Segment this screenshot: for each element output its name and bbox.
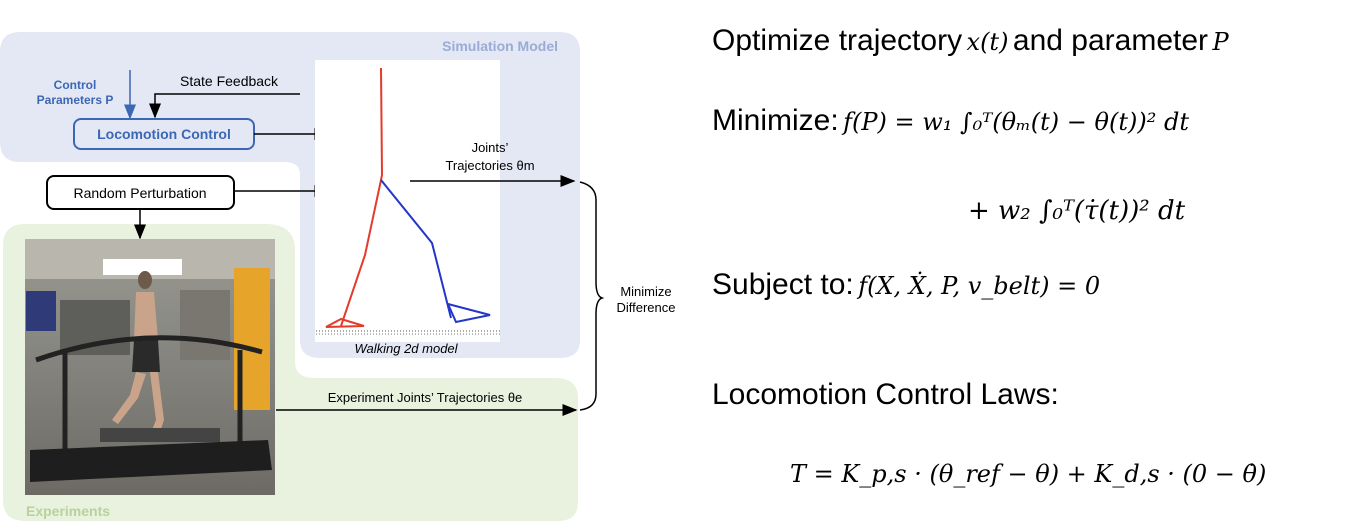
subject-to-statement: Subject to: f(X, Ẋ, P, v_belt) = 0	[712, 268, 1100, 302]
state-feedback-label: State Feedback	[180, 73, 279, 89]
random-perturbation-label: Random Perturbation	[73, 185, 206, 201]
control-params-label-line2: Parameters P	[37, 93, 114, 107]
optimize-prefix: Optimize trajectory	[712, 24, 963, 57]
joints-trajectories-line2: Trajectories θm	[445, 158, 534, 173]
walking-model-caption: Walking 2d model	[354, 341, 458, 356]
optimize-p: P	[1212, 28, 1229, 56]
locomotion-control-label: Locomotion Control	[97, 126, 231, 142]
optimize-x: x(t)	[966, 28, 1009, 56]
minimize-difference-line2: Difference	[616, 300, 675, 315]
diagram-canvas: Simulation Model Experiments Control Par…	[0, 32, 676, 521]
second-term-expression: + w₂ ∫₀ᵀ(τ̇(t))² dt	[968, 196, 1186, 226]
minimize-label: Minimize:	[712, 104, 839, 137]
minimize-statement: Minimize: f(P) = w₁ ∫₀ᵀ(θₘ(t) − θ(t))² d…	[712, 104, 1189, 138]
experiment-photo	[25, 239, 275, 495]
laws-title: Locomotion Control Laws:	[712, 378, 1059, 411]
simulation-title: Simulation Model	[442, 38, 558, 54]
state-feedback-arrow	[149, 93, 300, 119]
minimize-difference-line1: Minimize	[620, 284, 671, 299]
optimize-mid: and parameter	[1012, 24, 1209, 57]
experiments-title: Experiments	[26, 503, 110, 519]
control-law-equation: T = K_p,s · (θ_ref − θ) + K_d,s · (0 − θ…	[790, 460, 1266, 488]
experiment-trajectories-label: Experiment Joints’ Trajectories θe	[328, 390, 523, 405]
second-term: + w₂ ∫₀ᵀ(τ̇(t))² dt	[968, 196, 1185, 226]
minimize-expression: f(P) = w₁ ∫₀ᵀ(θₘ(t) − θ(t))² dt	[843, 108, 1189, 136]
subject-expression: f(X, Ẋ, P, v_belt) = 0	[858, 272, 1101, 300]
subject-label: Subject to:	[712, 268, 854, 301]
control-laws-title: Locomotion Control Laws:	[712, 378, 1059, 412]
laws-expression: T = K_p,s · (θ_ref − θ) + K_d,s · (0 − θ…	[790, 460, 1267, 488]
difference-bracket	[579, 181, 605, 411]
optimize-statement: Optimize trajectory x(t) and parameter P	[712, 24, 1229, 58]
walking-2d-model	[315, 60, 500, 342]
control-params-label-line1: Control	[54, 78, 97, 92]
joints-trajectories-line1: Joints’	[472, 140, 509, 155]
